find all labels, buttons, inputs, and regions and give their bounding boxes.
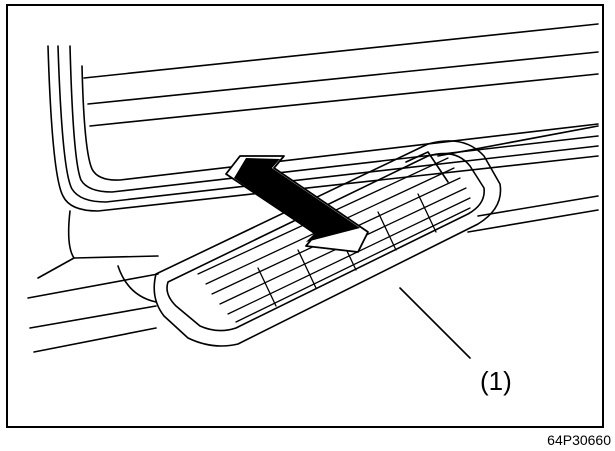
callout-label: (1) bbox=[480, 366, 512, 396]
callout-leader-line bbox=[399, 287, 471, 359]
step-body bbox=[153, 140, 502, 347]
figure-code: 64P30660 bbox=[547, 432, 611, 448]
double-headed-arrow-icon bbox=[225, 155, 369, 253]
body-lines bbox=[27, 125, 599, 353]
figure-frame: (1) bbox=[6, 4, 604, 428]
door-frame bbox=[37, 23, 599, 279]
vehicle-step-illustration bbox=[27, 23, 599, 359]
